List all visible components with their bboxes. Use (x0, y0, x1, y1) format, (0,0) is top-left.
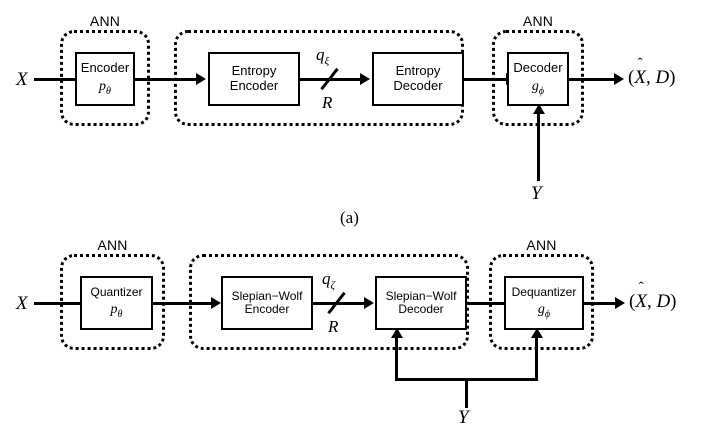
arrow-sw-link-line (312, 302, 367, 305)
entropy-encoder-block-line2: Encoder (229, 78, 279, 93)
dequantizer-block-title: Dequantizer (511, 284, 577, 299)
encoder-block: Encoder pθ (75, 52, 135, 106)
quantizer-block-param: pθ (110, 302, 123, 321)
arrow-y-to-decoder-line (537, 111, 540, 181)
quantizer-block: Quantizer pθ (80, 276, 153, 330)
arrow-y-to-decoder-head (533, 104, 545, 114)
encoder-block-param: pθ (99, 78, 111, 97)
ann-group-encoder-label: ANN (89, 13, 121, 29)
sw-decoder-block: Slepian−Wolf Decoder (375, 276, 467, 330)
arrow-dequantizer-to-output-line (583, 302, 618, 305)
arrow-y-to-sw-decoder-line (395, 337, 398, 380)
decoder-block: Decoder gϕ (507, 52, 569, 106)
dequantizer-block-param: gϕ (537, 302, 551, 321)
arrow-quantizer-to-sw-encoder-head (211, 297, 221, 309)
panel-a: ANN ANN X Encoder pθ Entropy Encoder qξ … (0, 8, 710, 208)
input-label-x: X (16, 69, 28, 90)
arrow-encoder-to-entropy-encoder-head (196, 73, 206, 85)
entropy-encoder-block: Entropy Encoder (208, 52, 300, 106)
side-info-bus (395, 378, 538, 381)
ann-group-dequantizer-label: ANN (526, 237, 557, 253)
side-info-stem (465, 380, 468, 408)
arrow-encoder-to-entropy-encoder-line (134, 78, 199, 81)
rate-label-q: qζ (322, 269, 335, 292)
quantizer-block-title: Quantizer (90, 284, 143, 299)
output-label: (̂X, D) (629, 291, 677, 312)
encoder-block-title: Encoder (80, 60, 130, 76)
rate-label-r: R (322, 93, 333, 112)
entropy-decoder-block-line2: Decoder (393, 78, 443, 93)
decoder-block-title: Decoder (513, 60, 563, 76)
arrow-entropy-decoder-to-decoder-line (463, 78, 513, 81)
decoder-block-param: gϕ (531, 78, 545, 97)
arrow-y-to-dequantizer-line (535, 337, 538, 380)
sw-decoder-block-line2: Decoder (398, 302, 444, 316)
input-label-x: X (16, 293, 28, 314)
rate-label-q: qξ (316, 45, 330, 68)
arrow-sw-link-head (364, 297, 374, 309)
arrow-y-to-sw-decoder-head (391, 328, 403, 338)
dequantizer-block: Dequantizer gϕ (504, 276, 584, 330)
arrow-x-to-encoder-line (34, 78, 87, 81)
rate-label-r: R (328, 317, 339, 336)
arrow-dequantizer-to-output-head (615, 297, 625, 309)
entropy-encoder-block-line1: Entropy (231, 63, 277, 79)
arrow-quantizer-to-sw-encoder-line (152, 302, 214, 305)
sw-encoder-block-line1: Slepian−Wolf (231, 288, 303, 303)
arrow-decoder-to-output-head (614, 73, 624, 85)
ann-group-quantizer-label: ANN (97, 237, 128, 253)
entropy-decoder-block-line1: Entropy (395, 63, 441, 79)
side-info-label-y: Y (531, 183, 542, 204)
arrow-sw-decoder-to-dequantizer-line (466, 302, 514, 305)
output-label: (̂X, D) (628, 67, 676, 88)
arrow-y-to-dequantizer-head (531, 328, 543, 338)
sw-encoder-block: Slepian−Wolf Encoder (221, 276, 313, 330)
sw-encoder-block-line2: Encoder (244, 302, 290, 316)
entropy-decoder-block: Entropy Decoder (372, 52, 464, 106)
side-info-label-y: Y (458, 407, 469, 428)
arrow-decoder-to-output-line (568, 78, 616, 81)
arrow-x-to-quantizer-line (34, 302, 89, 305)
arrow-entropy-link-head (360, 73, 370, 85)
sw-decoder-block-line1: Slepian−Wolf (385, 288, 457, 303)
ann-group-decoder-label: ANN (522, 13, 554, 29)
panel-b: ANN ANN X Quantizer pθ Slepian−Wolf Enco… (0, 232, 710, 432)
figure-caption-a: (a) (340, 208, 359, 227)
